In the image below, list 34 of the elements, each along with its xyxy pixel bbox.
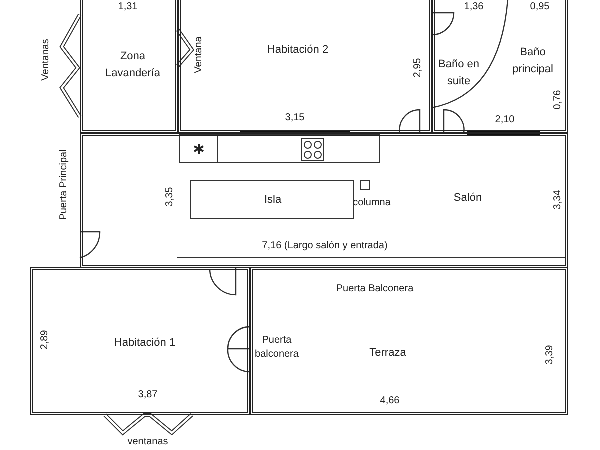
window-label: ventanas	[128, 436, 168, 448]
dimension-label: 3,87	[138, 390, 158, 400]
dimension-label: 2,95	[412, 58, 424, 78]
dimension-label: 7,16 (Largo salón y entrada)	[262, 240, 388, 252]
room-name: Baño en suite	[438, 58, 480, 89]
room-name: Isla	[264, 192, 282, 208]
dimension-label: 3,35	[164, 187, 176, 207]
window-label: Ventana	[194, 36, 204, 74]
door-label: Puerta Principal	[58, 150, 70, 220]
dimension-label: 3,34	[552, 190, 564, 210]
room-name: Habitación 2	[267, 42, 329, 58]
dimension-label: 1,36	[464, 2, 484, 12]
dimension-label: 0,95	[530, 2, 550, 12]
dimension-label: 3,15	[285, 112, 305, 124]
room-name: Terraza	[370, 346, 406, 361]
room-name: Habitación 1	[114, 336, 176, 351]
room-name: Baño principal	[512, 46, 554, 77]
room-name: Zona Lavandería	[104, 50, 162, 81]
door-label: Puerta Balconera	[336, 284, 414, 294]
room-outline	[178, 0, 432, 133]
room-outline	[80, 133, 568, 268]
dimension-label: 0,76	[552, 90, 564, 110]
room-outline	[30, 267, 250, 415]
dimension-label: 2,89	[40, 330, 50, 350]
kitchen-island	[190, 180, 354, 219]
room-outline	[80, 0, 178, 133]
room-outline	[250, 267, 568, 415]
dimension-label: 4,66	[380, 396, 400, 406]
room-name: Salón	[454, 190, 482, 206]
dimension-label: 1,31	[118, 2, 138, 12]
dimension-label: 3,39	[544, 345, 556, 365]
door-label: Puerta balconera	[254, 334, 300, 362]
dimension-label: 2,10	[495, 114, 515, 126]
window-label: Ventanas	[40, 39, 52, 81]
